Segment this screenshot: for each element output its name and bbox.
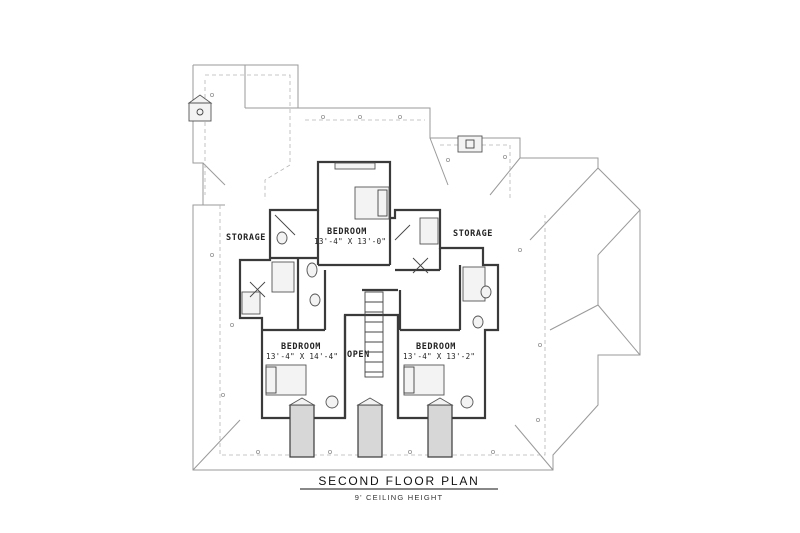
chimney-right	[457, 135, 483, 153]
open-label: OPEN	[347, 350, 370, 360]
room-labels: STORAGE STORAGE BEDROOM 13'-4" X 13'-0" …	[226, 227, 493, 361]
bedroom-right-dimensions: 13'-4" X 13'-2"	[403, 352, 475, 361]
plan-title: SECOND FLOOR PLAN	[318, 474, 479, 488]
dormers	[288, 162, 454, 458]
roof-marker-dots	[209, 93, 543, 454]
storage-right-label: STORAGE	[453, 229, 493, 239]
furniture-fixtures	[241, 186, 492, 409]
bedroom-top-label: BEDROOM	[327, 227, 367, 237]
staircase	[364, 291, 384, 378]
bedroom-right-label: BEDROOM	[416, 342, 456, 352]
chimney-left	[187, 94, 213, 122]
interior-walls	[262, 210, 462, 332]
plan-title-block: SECOND FLOOR PLAN 9' CEILING HEIGHT	[300, 474, 498, 502]
roof-outline	[192, 64, 641, 471]
exterior-walls	[238, 160, 500, 420]
bedroom-left-dimensions: 13'-4" X 14'-4"	[266, 352, 338, 361]
bedroom-top-dimensions: 13'-4" X 13'-0"	[314, 237, 386, 246]
bedroom-left-label: BEDROOM	[281, 342, 321, 352]
plan-subtitle: 9' CEILING HEIGHT	[355, 493, 444, 502]
storage-left-label: STORAGE	[226, 233, 266, 243]
